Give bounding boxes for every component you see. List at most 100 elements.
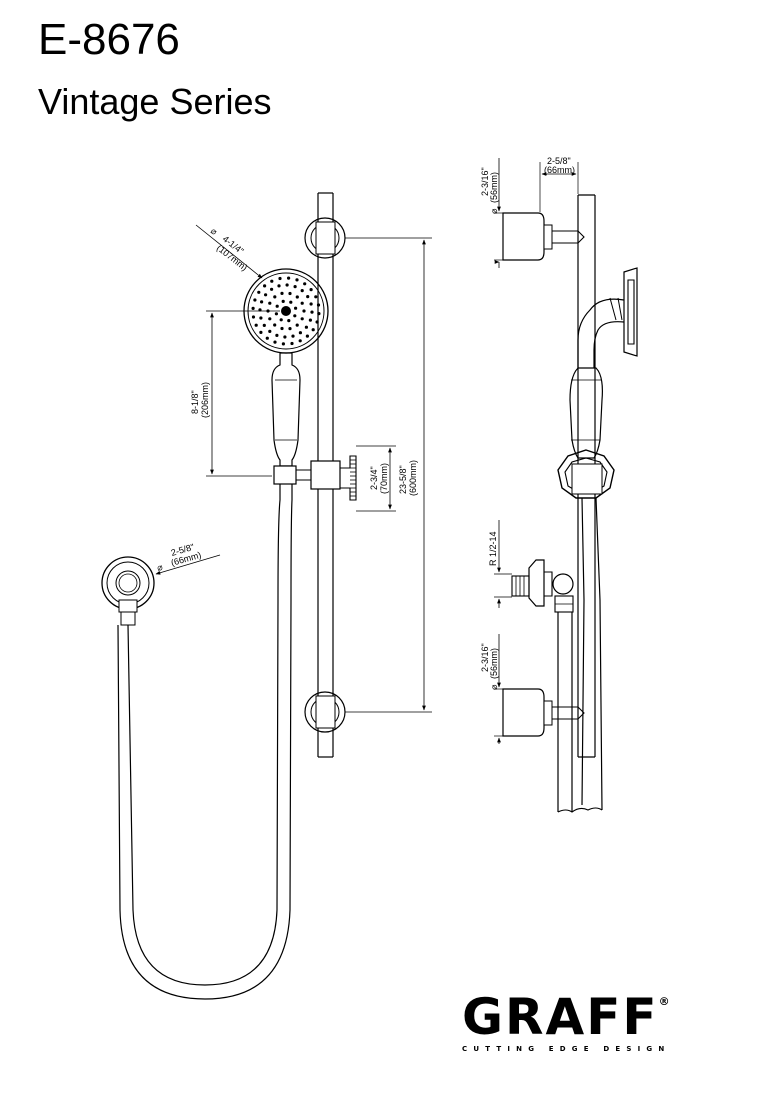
spray-nozzle	[251, 315, 256, 319]
spray-nozzle	[253, 298, 257, 302]
spray-nozzle	[259, 316, 263, 320]
spray-nozzle	[280, 291, 284, 295]
bottom-wall-bracket	[304, 691, 346, 733]
spray-nozzle	[314, 295, 318, 299]
spray-nozzle	[270, 287, 274, 291]
side-hose	[557, 497, 603, 813]
spray-nozzle	[274, 312, 278, 316]
front-view	[101, 192, 357, 1000]
holder-mm: (70mm)	[379, 463, 389, 494]
spray-nozzle	[317, 312, 321, 316]
spray-nozzle	[262, 323, 266, 327]
spray-nozzle	[288, 291, 292, 296]
series-name: Vintage Series	[38, 81, 272, 122]
spray-nozzle	[277, 284, 281, 288]
spray-nozzle	[264, 293, 268, 297]
spray-nozzle	[311, 328, 315, 332]
brand-tagline: CUTTING EDGE DESIGN	[462, 1045, 671, 1053]
spray-nozzle	[251, 306, 255, 310]
bar-length-in: 23-5/8"	[398, 465, 408, 494]
spray-nozzle	[268, 329, 272, 333]
spray-nozzle	[265, 336, 269, 340]
spray-nozzle	[254, 323, 258, 327]
spray-nozzle	[310, 310, 314, 314]
spray-nozzle	[281, 342, 285, 346]
spray-nozzle	[278, 276, 282, 281]
bracket-bottom-mm: (56mm)	[489, 648, 499, 679]
spray-nozzle	[268, 317, 272, 321]
spray-nozzle	[259, 330, 263, 334]
spray-nozzle	[302, 309, 306, 313]
bracket-bottom-in: 2-3/16"	[480, 643, 490, 672]
spray-nozzle	[298, 331, 302, 335]
spray-nozzle	[291, 334, 295, 338]
top-wall-bracket	[304, 217, 346, 259]
holder-knob-ribs	[350, 459, 356, 497]
head-height-mm: (206mm)	[200, 382, 210, 418]
spray-nozzle	[257, 290, 261, 294]
spray-nozzle	[306, 295, 310, 299]
head-height-in: 8-1/8"	[190, 390, 200, 414]
brand-name: GRAFF®	[462, 992, 732, 1042]
spray-nozzle	[308, 318, 312, 322]
spray-nozzle	[316, 303, 321, 307]
spray-nozzle	[303, 282, 307, 286]
spray-nozzle	[309, 302, 313, 306]
spray-nozzle	[300, 301, 304, 305]
side-dimensions: 2-5/8" (66mm) 2-3/16" ⌀ (56mm) R 1/2-14 …	[480, 156, 579, 744]
spray-nozzle	[290, 341, 294, 346]
spray-nozzle	[300, 317, 304, 321]
outlet-dia-symbol: ⌀	[156, 562, 165, 573]
model-number: E-8676	[38, 15, 180, 64]
spray-nozzle	[279, 318, 283, 322]
spray-nozzle	[309, 288, 313, 292]
bracket-bottom-dia-symbol: ⌀	[489, 684, 499, 690]
shower-handle	[271, 352, 301, 467]
side-offset-mm: (66mm)	[544, 165, 575, 175]
spray-nozzle	[281, 299, 285, 303]
side-top-bracket	[502, 212, 585, 261]
registered-mark: ®	[658, 995, 672, 1008]
spray-nozzle	[260, 300, 264, 304]
spray-nozzle	[273, 295, 277, 299]
spray-nozzle	[295, 278, 299, 282]
spray-nozzle	[268, 301, 272, 305]
bracket-top-mm: (56mm)	[489, 172, 499, 203]
spray-nozzle	[287, 319, 291, 323]
bracket-top-dia-symbol: ⌀	[489, 208, 499, 214]
holder-in: 2-3/4"	[369, 466, 379, 490]
spray-nozzle	[280, 326, 284, 331]
side-view	[502, 194, 638, 813]
spray-nozzle	[275, 333, 279, 337]
spray-nozzle	[295, 323, 299, 327]
side-offset-in: 2-5/8"	[547, 156, 571, 166]
spray-nozzle	[294, 306, 298, 310]
spray-nozzle	[305, 334, 309, 338]
brand-logo: GRAFF® CUTTING EDGE DESIGN	[462, 992, 732, 1053]
spray-nozzle	[300, 289, 304, 293]
spray-nozzle	[283, 335, 287, 339]
spray-nozzle	[273, 340, 277, 344]
head-dia-symbol: ⌀	[209, 226, 220, 238]
side-handle	[569, 367, 603, 459]
spray-nozzle	[315, 320, 319, 324]
slider-holder	[273, 455, 357, 501]
spray-nozzle	[298, 339, 302, 343]
spray-nozzle	[263, 284, 267, 288]
spray-nozzle	[273, 323, 277, 327]
thread-spec: R 1/2-14	[488, 531, 498, 566]
shower-hose	[117, 484, 293, 1000]
spray-nozzle	[293, 314, 297, 318]
side-holder-ring	[557, 449, 615, 499]
spray-nozzle	[293, 285, 297, 289]
spray-nozzle	[295, 295, 299, 299]
spray-nozzle	[304, 325, 308, 329]
spray-nozzles	[251, 276, 321, 346]
wall-outlet	[101, 556, 155, 626]
spray-nozzle	[285, 283, 289, 287]
side-wall-outlet	[511, 559, 574, 613]
side-shower-head	[577, 267, 638, 368]
bracket-top-in: 2-3/16"	[480, 167, 490, 196]
brand-wordmark: GRAFF	[462, 988, 659, 1046]
